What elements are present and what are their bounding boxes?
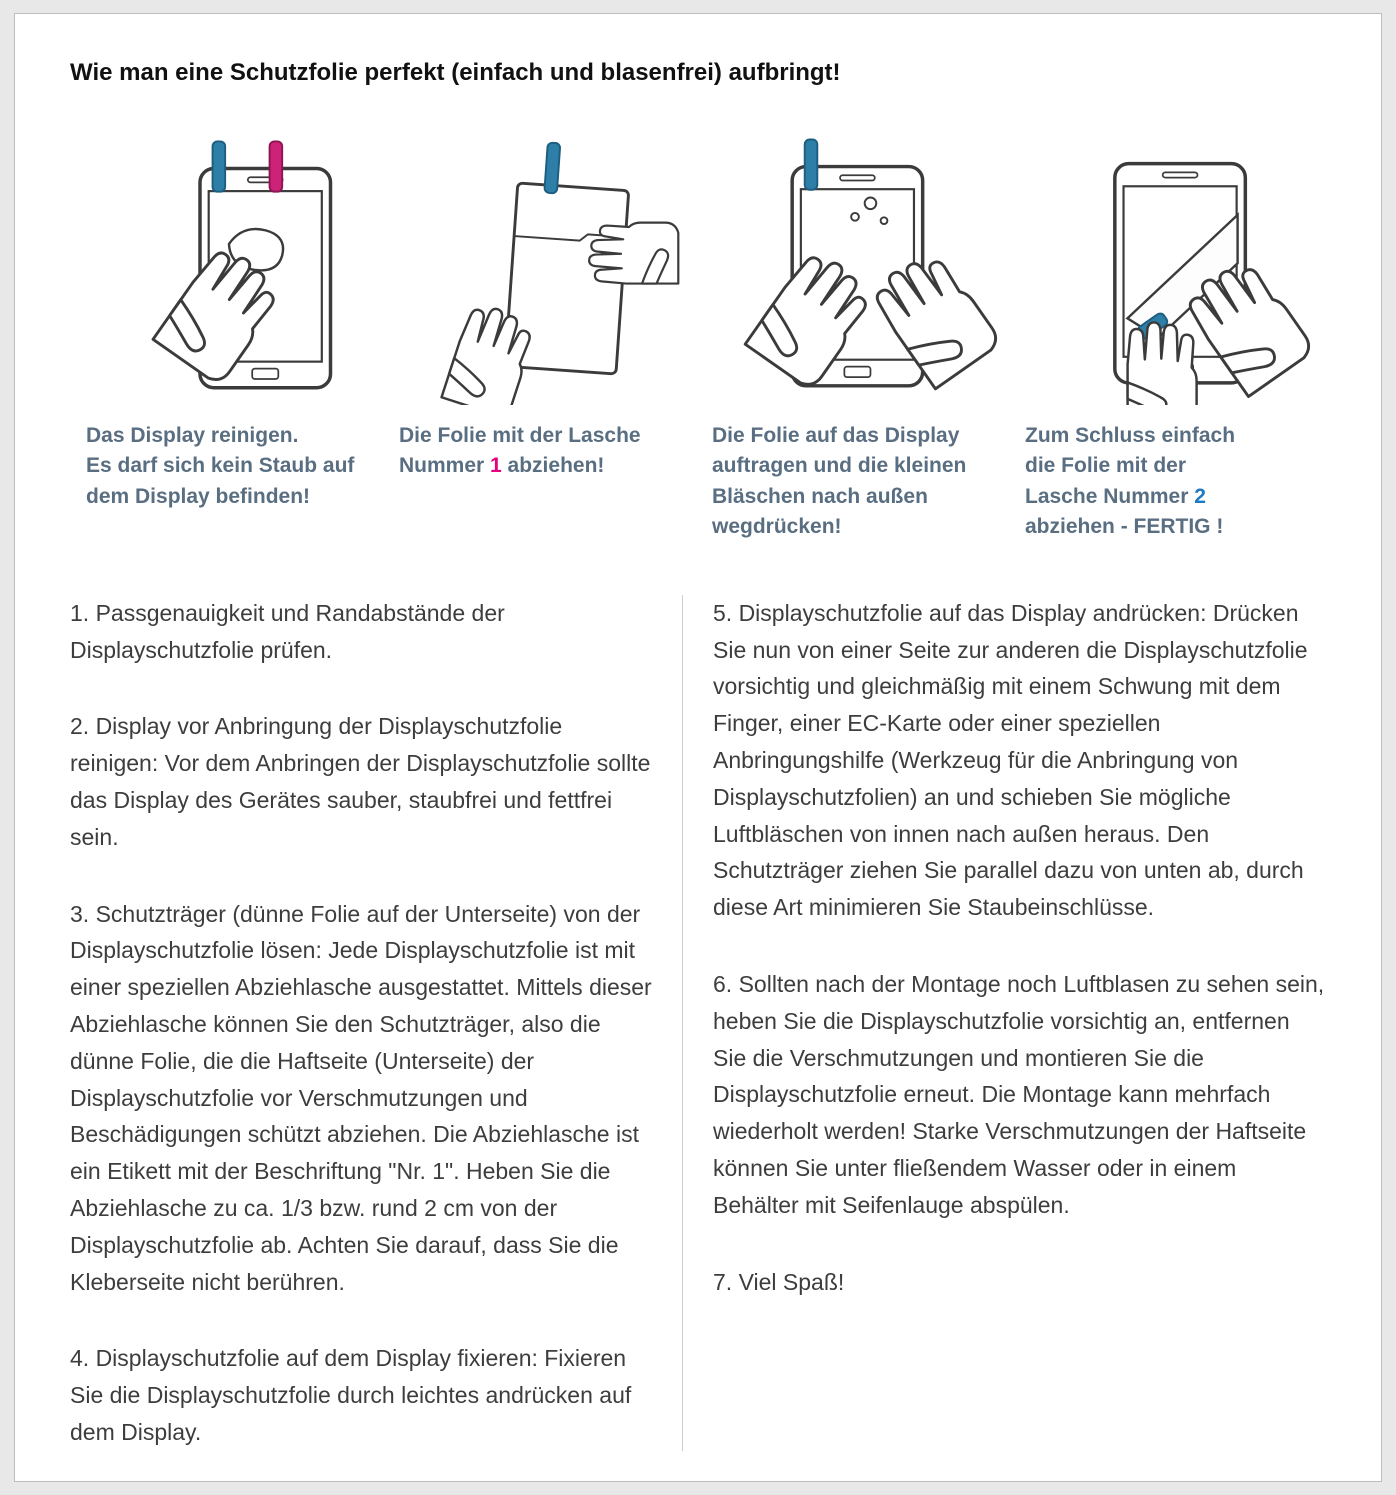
protective-film-icon <box>503 141 635 376</box>
caption-line: Es darf sich kein Staub auf <box>86 454 355 478</box>
caption-line: Die Folie mit der Lasche <box>399 424 641 447</box>
instruction-paragraph-6: 6. Sollten nach der Montage noch Luftbla… <box>713 970 1325 1218</box>
caption-text: Lasche Nummer <box>1025 484 1195 508</box>
air-bubbles-icon <box>849 196 888 226</box>
instruction-paragraph-1: 1. Passgenauigkeit und Randabstände der … <box>70 599 505 663</box>
instruction-paragraph-4: 4. Displayschutzfolie auf dem Display fi… <box>70 1345 632 1445</box>
instruction-sheet: Wie man eine Schutzfolie perfekt (einfac… <box>14 13 1382 1482</box>
caption-line: Das Display reinigen. <box>86 424 299 447</box>
page-title: Wie man eine Schutzfolie perfekt (einfac… <box>70 59 841 86</box>
caption-step-4: Zum Schluss einfach die Folie mit der La… <box>1019 421 1316 543</box>
caption-text: abziehen! <box>501 454 605 478</box>
blue-tab-icon <box>211 140 226 193</box>
caption-line: auftragen und die kleinen <box>712 454 967 478</box>
illustration-row: Das Display reinigen. Es darf sich kein … <box>70 135 1326 543</box>
caption-line: Die Folie auf das Display <box>712 424 960 447</box>
instruction-paragraph-3: 3. Schutzträger (dünne Folie auf der Unt… <box>70 900 652 1295</box>
hand-icon <box>587 221 679 285</box>
instruction-paragraph-5: 5. Displayschutzfolie auf das Display an… <box>713 599 1308 921</box>
blue-tab-icon <box>803 138 818 191</box>
caption-line: wegdrücken! <box>712 515 842 539</box>
peel-tab2-drawing <box>1112 161 1313 405</box>
caption-step-1: Das Display reinigen. Es darf sich kein … <box>80 421 377 512</box>
caption-line: Lasche Nummer 2 <box>1025 482 1316 512</box>
caption-line: abziehen - FERTIG ! <box>1025 515 1224 539</box>
caption-line: Bläschen nach außen <box>712 484 928 508</box>
illustration-step-1: Das Display reinigen. Es darf sich kein … <box>80 135 377 543</box>
illustration-step-3: Die Folie auf das Display auftragen und … <box>706 135 1003 543</box>
caption-line: dem Display befinden! <box>86 484 311 508</box>
apply-film-drawing <box>743 138 1000 393</box>
clean-display-drawing <box>151 140 332 390</box>
lasche-nummer-1: 1 <box>490 454 502 478</box>
caption-line: Zum Schluss einfach <box>1025 424 1236 447</box>
caption-step-2: Die Folie mit der Lasche Nummer 1 abzieh… <box>393 421 690 482</box>
pink-tab-icon <box>268 140 283 193</box>
peel-tab1-drawing <box>439 141 679 405</box>
illustration-step-2: Die Folie mit der Lasche Nummer 1 abzieh… <box>393 135 690 543</box>
caption-line: Nummer 1 abziehen! <box>399 451 690 481</box>
instruction-paragraph-7: 7. Viel Spaß! <box>713 1268 845 1295</box>
illustration-step-4: Zum Schluss einfach die Folie mit der La… <box>1019 135 1316 543</box>
instructions-right-column: 5. Displayschutzfolie auf das Display an… <box>682 594 1326 1451</box>
instruction-columns: 1. Passgenauigkeit und Randabstände der … <box>70 594 1326 1451</box>
instruction-paragraph-2: 2. Display vor Anbringung der Displaysch… <box>70 713 651 850</box>
caption-line: die Folie mit der <box>1025 454 1187 478</box>
caption-text: Nummer <box>399 454 491 478</box>
instructions-left-column: 1. Passgenauigkeit und Randabstände der … <box>70 595 682 1451</box>
blue-tab-icon <box>542 141 561 195</box>
lasche-nummer-2: 2 <box>1194 484 1206 508</box>
caption-step-3: Die Folie auf das Display auftragen und … <box>706 421 1003 543</box>
